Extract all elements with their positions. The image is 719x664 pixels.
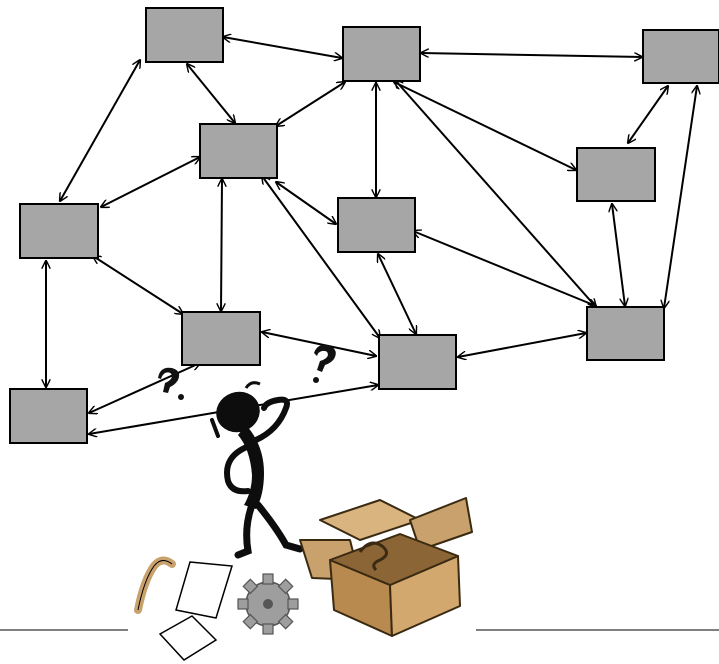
gear-icon: [237, 573, 299, 635]
confused-stick-figure: [210, 381, 304, 559]
figure-head: [216, 391, 260, 433]
box-back-flap: [319, 499, 421, 541]
edge-n9-n12: [378, 254, 416, 334]
edge-n5-n11: [612, 204, 625, 306]
question-mark-icon: [158, 367, 180, 393]
edge-n3-n11: [664, 86, 697, 308]
node-n7: [9, 388, 88, 444]
cane-icon: [134, 556, 176, 614]
figure-leg-right: [254, 501, 304, 553]
figure-leg-left: [234, 501, 256, 559]
figure-body: [238, 425, 264, 509]
question-mark-icon: [314, 344, 336, 372]
node-n11: [586, 306, 665, 361]
node-n10: [19, 203, 99, 259]
cane-outline: [137, 560, 173, 611]
figure-finger: [210, 418, 220, 438]
question-marks: [158, 344, 336, 400]
edge-n1-n2: [223, 37, 342, 58]
node-n4: [199, 123, 278, 179]
edge-n8-n12: [262, 332, 376, 356]
paper-icon: [158, 615, 218, 661]
edge-n4-n9: [276, 182, 336, 224]
edge-n3-n5: [628, 86, 668, 143]
question-mark-dot: [178, 394, 184, 400]
paper-icon: [175, 561, 233, 619]
box-icon: [299, 497, 473, 637]
node-n9: [337, 197, 416, 253]
edge-n2-n4: [276, 82, 345, 126]
edge-n4-n12: [262, 176, 380, 338]
edge-n1-n4: [187, 64, 235, 123]
node-n3: [642, 29, 719, 84]
edge-n8-n7: [89, 363, 200, 413]
node-n8: [181, 311, 261, 366]
node-n5: [576, 147, 656, 202]
edge-n4-n10: [101, 157, 200, 207]
edge-n2-n11: [395, 80, 596, 307]
scattered-parts: [134, 556, 299, 661]
edge-n1-n10: [60, 60, 140, 201]
box-question-mark: [358, 541, 388, 572]
figure-hair: [244, 381, 261, 389]
node-n1: [145, 7, 224, 63]
node-n12: [378, 334, 457, 390]
edge-n10-n8: [93, 256, 183, 314]
edge-n9-n11: [413, 231, 596, 306]
edge-n5-n9: [394, 82, 576, 170]
node-n2: [342, 26, 421, 82]
edge-n4-n8: [221, 179, 222, 311]
figure-arm-raised: [253, 396, 290, 443]
figure-arm-hip: [224, 442, 255, 495]
question-mark-dot: [313, 377, 319, 383]
edge-n12-n11: [458, 333, 586, 357]
edge-n2-n3: [421, 53, 642, 57]
